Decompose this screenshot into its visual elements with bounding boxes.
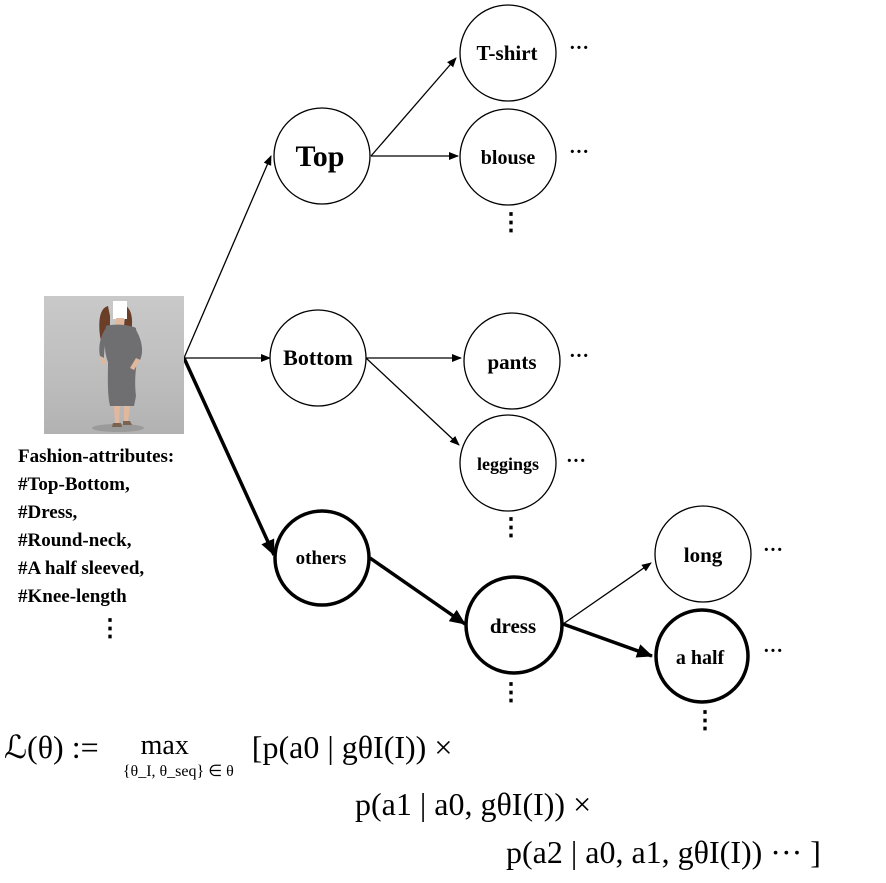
formula-line-3: p(a2 | a0, a1, gθI(I)) ··· ] [506,834,821,870]
edge-image-top [183,155,272,359]
node-long-label: long [684,543,723,567]
vdots-bottom-children: ⋮ [499,515,523,541]
formula-max: max [140,730,189,761]
vdots-dress-children: ⋮ [499,680,523,706]
ellipsis-long: ··· [763,539,783,561]
formula-max-subscript: {θ_I, θ_seq} ∈ θ [122,763,234,780]
edge-top-tshirt [370,57,457,157]
ellipsis-a-half: ··· [763,640,783,662]
attributes-title: Fashion-attributes: [18,446,175,467]
node-others: others [273,509,371,607]
node-a-half-label: a half [676,647,725,669]
ellipsis-pants: ··· [569,345,589,367]
edge-bottom-leggings [365,357,460,446]
formula-term-1: [p(a0 | gθI(I)) × [251,729,453,765]
node-dress: dress [464,575,564,675]
node-a-half: a half [654,608,750,704]
ellipsis-leggings: ··· [566,450,586,472]
node-dress-label: dress [490,614,536,638]
ellipsis-blouse: ··· [569,141,589,163]
edge-dress-ahalf [562,622,653,658]
node-tshirt-label: T-shirt [476,41,537,65]
node-bottom-label: Bottom [283,345,353,370]
node-others-label: others [296,548,347,569]
vdots-attributes: ⋮ [98,616,122,642]
attribute-item: #Round-neck, [18,530,132,551]
node-blouse: blouse [459,108,557,206]
node-tshirt: T-shirt [459,4,557,102]
node-pants-label: pants [487,350,536,374]
formula-line-1: ℒ(θ) := max {θ_I, θ_seq} ∈ θ [p(a0 | gθI… [4,728,453,780]
attribute-item: #A half sleeved, [18,558,145,579]
node-top: Top [273,107,371,205]
node-long: long [654,505,752,603]
node-blouse-label: blouse [481,147,536,169]
formula-lhs: ℒ(θ) := [4,729,107,765]
node-bottom: Bottom [269,309,367,407]
formula-line-2: p(a1 | a0, gθI(I)) × [355,786,592,822]
vdots-top-children: ⋮ [499,210,523,236]
node-top-label: Top [296,140,345,173]
edge-dress-long [562,562,652,625]
attribute-item: #Dress, [18,502,78,523]
edge-image-others [182,357,276,556]
node-pants: pants [463,312,561,410]
ellipsis-tshirt: ··· [569,37,589,59]
fashion-attributes: Fashion-attributes: #Top-Bottom, #Dress,… [18,443,228,611]
node-leggings-label: leggings [477,454,539,474]
model-photo [44,296,184,434]
vdots-sleeve-children: ⋮ [693,708,717,734]
node-leggings: leggings [459,414,557,512]
attribute-item: #Knee-length [18,586,127,607]
edge-others-dress [369,556,466,626]
attribute-item: #Top-Bottom, [18,474,130,495]
